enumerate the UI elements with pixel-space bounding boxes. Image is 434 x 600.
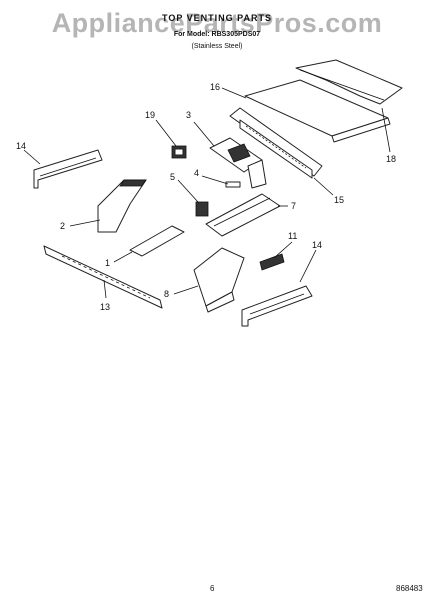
callout-15: 15 xyxy=(334,195,345,205)
part-18-vent-screen[interactable] xyxy=(295,59,403,105)
callout-13: 13 xyxy=(100,302,111,312)
part-16-top-panel[interactable] xyxy=(244,79,391,143)
callout-19: 19 xyxy=(145,110,156,120)
part-3-blower-assembly[interactable] xyxy=(209,137,267,189)
part-14-right-bracket[interactable] xyxy=(241,285,313,327)
part-13-front-rail[interactable] xyxy=(43,245,163,309)
model-line: For Model: RBS305PDS07 xyxy=(173,31,261,38)
part-7-plate[interactable] xyxy=(205,193,281,237)
callout-4: 4 xyxy=(194,168,200,178)
callout-7: 7 xyxy=(291,201,297,211)
callout-1: 1 xyxy=(105,258,111,268)
part-15-vent-bracket[interactable] xyxy=(229,107,323,179)
watermark: AppliancePartsPros.com xyxy=(51,8,383,38)
part-11-terminal[interactable] xyxy=(259,253,285,271)
part-5-relay[interactable] xyxy=(195,201,209,217)
callout-2: 2 xyxy=(60,221,66,231)
callout-16: 16 xyxy=(210,82,221,92)
document-number: 868483 xyxy=(396,584,423,593)
callout-5: 5 xyxy=(170,172,176,182)
callout-8: 8 xyxy=(164,289,170,299)
callout-3: 3 xyxy=(186,110,192,120)
callout-11: 11 xyxy=(288,231,298,241)
part-4-pin[interactable] xyxy=(225,181,241,188)
leader-lines xyxy=(23,87,391,299)
callout-14-right: 14 xyxy=(312,240,323,250)
page-number: 6 xyxy=(210,584,215,593)
finish-line: (Stainless Steel) xyxy=(191,43,243,50)
part-19-switch[interactable] xyxy=(171,145,187,159)
part-8-duct-elbow[interactable] xyxy=(193,247,245,313)
callout-18: 18 xyxy=(386,154,397,164)
part-2-duct[interactable] xyxy=(97,179,147,233)
diagram-title: TOP VENTING PARTS xyxy=(161,13,272,23)
part-14-left-bracket[interactable] xyxy=(33,149,103,189)
part-1-filter[interactable] xyxy=(129,225,185,257)
callout-14-left: 14 xyxy=(16,141,27,151)
